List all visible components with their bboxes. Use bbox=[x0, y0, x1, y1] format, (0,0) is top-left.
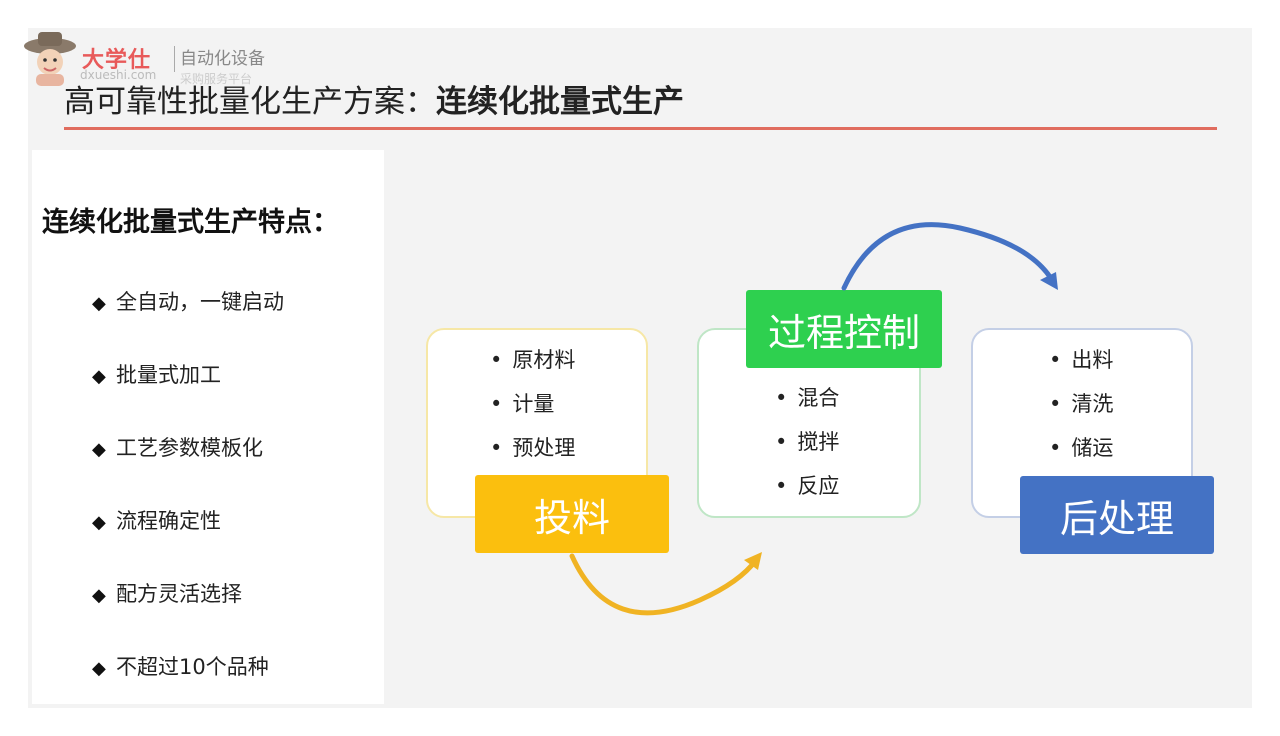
logo-subtitle: 采购服务平台 bbox=[180, 72, 253, 86]
diamond-bullet-icon: ◆ bbox=[92, 512, 106, 533]
features-panel: 连续化批量式生产特点： ◆ 全自动，一键启动 ◆ 批量式加工 ◆ 工艺参数模板化 ◆ 流… bbox=[32, 150, 384, 704]
title-underline bbox=[64, 127, 1217, 130]
stage-feeding-label: 投料 bbox=[475, 475, 669, 553]
stage-item: 储运 bbox=[1049, 432, 1113, 476]
diamond-bullet-icon: ◆ bbox=[92, 658, 106, 679]
stage-item: 原材料 bbox=[490, 344, 575, 388]
page-title: 高可靠性批量化生产方案：连续化批量式生产 bbox=[64, 76, 684, 121]
logo: 大学仕 自动化设备 dxueshi.com 采购服务平台 bbox=[20, 28, 320, 88]
feature-item: ◆ 配方灵活选择 bbox=[92, 578, 284, 651]
diamond-bullet-icon: ◆ bbox=[92, 439, 106, 460]
stage-item: 预处理 bbox=[490, 432, 575, 476]
logo-tagline: 自动化设备 bbox=[180, 49, 265, 69]
diamond-bullet-icon: ◆ bbox=[92, 293, 106, 314]
feature-text: 工艺参数模板化 bbox=[116, 436, 263, 460]
feature-item: ◆ 流程确定性 bbox=[92, 505, 284, 578]
page-title-highlight: 连续化批量式生产 bbox=[436, 84, 684, 120]
feature-item: ◆ 全自动，一键启动 bbox=[92, 286, 284, 359]
feature-list: ◆ 全自动，一键启动 ◆ 批量式加工 ◆ 工艺参数模板化 ◆ 流程确定性 ◆ 配方灵活选择… bbox=[92, 286, 284, 724]
feature-text: 流程确定性 bbox=[116, 509, 221, 533]
feature-item: ◆ 批量式加工 bbox=[92, 359, 284, 432]
feature-text: 配方灵活选择 bbox=[116, 582, 242, 606]
stage-item: 清洗 bbox=[1049, 388, 1113, 432]
logo-divider bbox=[174, 46, 175, 72]
feature-text: 全自动，一键启动 bbox=[116, 290, 284, 314]
feature-item: ◆ 工艺参数模板化 bbox=[92, 432, 284, 505]
stage-process-control-label: 过程控制 bbox=[746, 290, 942, 368]
arrowhead-icon bbox=[1040, 272, 1058, 290]
stage-item: 搅拌 bbox=[775, 426, 839, 470]
arrowhead-icon bbox=[744, 552, 762, 570]
stage-item: 出料 bbox=[1049, 344, 1113, 388]
logo-domain: dxueshi.com bbox=[80, 68, 157, 82]
mascot-icon bbox=[24, 32, 76, 86]
stage-item: 计量 bbox=[490, 388, 575, 432]
diamond-bullet-icon: ◆ bbox=[92, 366, 106, 387]
diamond-bullet-icon: ◆ bbox=[92, 585, 106, 606]
page-title-main: 高可靠性批量化生产方案： bbox=[64, 84, 436, 120]
feature-text: 不超过10个品种 bbox=[116, 655, 269, 679]
feature-item: ◆ 不超过10个品种 bbox=[92, 651, 284, 724]
flow-arrow-process-to-post bbox=[841, 222, 1055, 291]
stage-item: 反应 bbox=[775, 470, 839, 514]
features-title: 连续化批量式生产特点： bbox=[42, 207, 339, 238]
stage-item: 混合 bbox=[775, 382, 839, 426]
feature-text: 批量式加工 bbox=[116, 363, 221, 387]
flow-arrow-feeding-to-process bbox=[569, 553, 759, 616]
stage-post-processing-label: 后处理 bbox=[1020, 476, 1214, 554]
logo-brand: 大学仕 bbox=[82, 48, 152, 73]
